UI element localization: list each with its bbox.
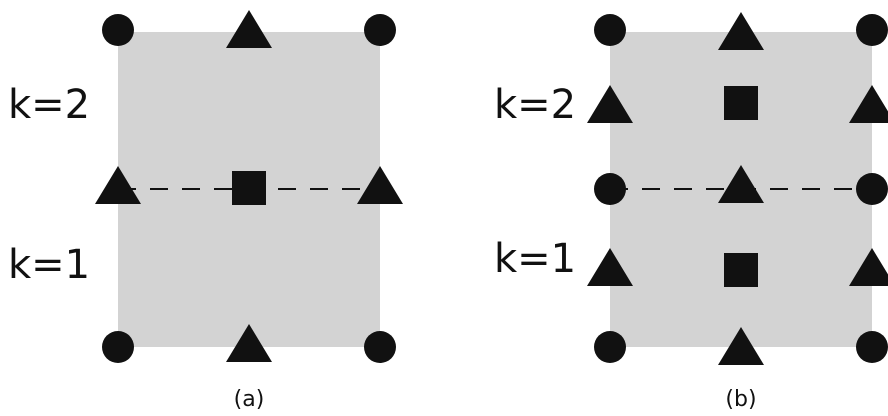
triangle-icon [587,85,633,123]
panel-b-markers [587,12,888,365]
triangle-icon [718,12,764,50]
triangle-icon [357,166,403,204]
triangle-icon [587,248,633,286]
circle-icon [594,331,626,363]
circle-icon [594,14,626,46]
circle-icon [102,331,134,363]
triangle-icon [718,165,764,203]
triangle-icon [95,166,141,204]
panel-a-label-k1: k=1 [8,242,90,288]
panel-a-markers [95,10,403,363]
triangle-icon [718,327,764,365]
triangle-icon [849,85,888,123]
triangle-icon [226,324,272,362]
panel-b-caption: (b) [725,387,756,412]
panel-a: k=2 k=1 (a) [8,10,403,412]
panel-b: k=2 k=1 (b) [494,12,888,412]
circle-icon [856,14,888,46]
circle-icon [594,173,626,205]
triangle-icon [849,248,888,286]
circle-icon [364,331,396,363]
panel-b-label-k1: k=1 [494,236,576,282]
circle-icon [856,331,888,363]
square-icon [724,86,758,120]
panel-a-label-k2: k=2 [8,82,90,128]
circle-icon [364,14,396,46]
panel-b-label-k2: k=2 [494,82,576,128]
triangle-icon [226,10,272,48]
square-icon [724,253,758,287]
circle-icon [856,173,888,205]
circle-icon [102,14,134,46]
square-icon [232,171,266,205]
panel-a-caption: (a) [234,387,265,412]
